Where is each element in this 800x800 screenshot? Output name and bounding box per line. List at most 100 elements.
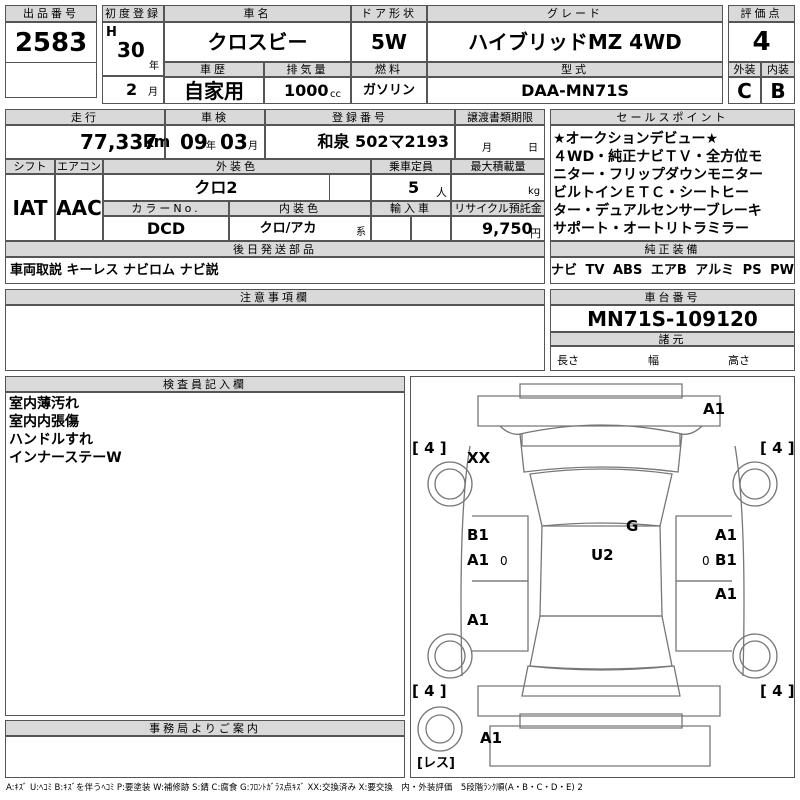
tire-front-right-label: [ 4 ] <box>760 439 795 457</box>
transfer-month-unit: 月 <box>482 143 492 154</box>
office-header: 事務局よりご案内 <box>5 720 405 736</box>
aircon-box <box>55 174 103 241</box>
damage-b1-right: B1 <box>715 551 737 569</box>
ext-color-value: クロ2 <box>194 177 238 197</box>
dimensions-box <box>550 346 795 371</box>
later-parts-box <box>5 257 545 284</box>
capacity-header: 乗車定員 <box>371 159 451 174</box>
later-parts-value: 車両取説 キーレス ナビロム ナビ説 <box>10 263 219 278</box>
displacement-box <box>264 77 351 104</box>
import-box-left <box>371 216 411 241</box>
rear-outline-shape <box>477 685 721 717</box>
first-reg-box <box>102 22 164 76</box>
underbody-shape <box>489 725 711 767</box>
damage-a1-front: A1 <box>703 400 726 418</box>
spare-tire-label: [レス] <box>417 756 455 771</box>
transfer-header: 譲渡書類期限 <box>455 109 545 125</box>
year-value: 30 <box>117 38 145 62</box>
selling-point-line: ４WD・純正ナビＴＶ・全方位モ <box>553 149 763 165</box>
damage-g: G <box>626 517 639 535</box>
month-value: 2 <box>126 80 138 99</box>
door-value: 5W <box>371 30 407 54</box>
length-label: 長さ <box>557 354 579 367</box>
genuine-box <box>550 257 795 284</box>
selling-points-box <box>550 125 795 241</box>
max-load-header: 最大積載量 <box>451 159 545 174</box>
capacity-value: 5 <box>408 178 420 197</box>
width-label: 幅 <box>648 354 659 367</box>
selling-point-line: ビルトインＥＴＣ・シートヒー <box>553 185 749 201</box>
damage-u2: U2 <box>591 546 614 564</box>
car-name-box <box>164 22 351 62</box>
inspector-note: 室内薄汚れ <box>9 396 79 412</box>
left-rear-door <box>472 580 529 652</box>
displacement-header: 排気量 <box>264 62 351 77</box>
recycle-value: 9,750 <box>482 219 533 238</box>
selling-points-list: ★オークションデビュー★ ４WD・純正ナビＴＶ・全方位モ ニター・フリップダウン… <box>553 130 793 238</box>
inspection-year: 09 <box>180 130 208 154</box>
shift-box <box>5 174 55 241</box>
damage-a1-left-2: A1 <box>467 611 490 629</box>
tire-rear-left <box>427 633 473 679</box>
inspector-notes-list: 室内薄汚れ 室内内張傷 ハンドルすれ インナーステーW <box>9 395 399 467</box>
registration-value: 和泉 502マ2193 <box>317 132 449 151</box>
import-box-right <box>411 216 451 241</box>
exterior-box <box>728 77 761 104</box>
windshield-shape <box>529 468 673 527</box>
import-header: 輸入車 <box>371 201 451 216</box>
hood-panel <box>519 424 683 473</box>
tire-rear-left-label: [ 4 ] <box>412 682 447 700</box>
month-unit: 月 <box>148 87 158 98</box>
first-reg-header: 初度登録 <box>102 5 164 22</box>
tire-front-right-value: 4 <box>772 439 783 457</box>
car-diagram <box>417 383 778 767</box>
tire-front-left-label: [ 4 ] <box>412 439 447 457</box>
selling-point-line: ★オークションデビュー★ <box>553 131 719 147</box>
right-rear-door <box>675 580 732 652</box>
int-color-box <box>229 216 371 241</box>
grade-value: ハイブリッドMZ 4WD <box>468 30 682 54</box>
tire-rear-right <box>732 633 778 679</box>
km-unit: km <box>143 132 171 151</box>
exterior-header: 外装 <box>728 62 761 77</box>
lot-no-lower <box>5 62 97 98</box>
model-code-box <box>427 77 723 104</box>
model-code-value: DAA-MN71S <box>521 80 629 100</box>
yen-unit: 円 <box>530 227 541 240</box>
tire-front-left <box>427 461 473 507</box>
registration-box <box>265 125 455 159</box>
capacity-unit: 人 <box>436 186 447 199</box>
ext-color-divider <box>329 174 330 201</box>
inspector-header: 検査員記入欄 <box>5 376 405 392</box>
spare-tire-value: レス <box>422 756 449 771</box>
score-box <box>728 22 795 62</box>
year-unit: 年 <box>149 61 159 72</box>
car-diagram-box <box>410 376 795 778</box>
inspection-month: 03 <box>220 130 248 154</box>
color-no-value: DCD <box>146 218 186 238</box>
front-outline-shape <box>477 395 721 427</box>
grade-header: グレード <box>427 5 723 22</box>
int-color-unit: 系 <box>356 227 366 238</box>
office-box <box>5 736 405 778</box>
inspection-box <box>165 125 265 159</box>
damage-zero-right: 0 <box>702 554 710 568</box>
fuel-box <box>351 77 427 104</box>
tire-front-right <box>732 461 778 507</box>
int-color-header: 内装色 <box>229 201 371 216</box>
fuel-value: ガソリン <box>362 83 415 98</box>
genuine-value: ナビ TV ABS エアB アルミ PS PW <box>551 263 794 278</box>
inspector-note: インナーステーW <box>9 450 122 466</box>
ext-color-header: 外装色 <box>103 159 371 174</box>
damage-xx: XX <box>467 449 491 467</box>
chassis-box <box>550 305 795 332</box>
tire-rear-left-value: 4 <box>424 682 435 700</box>
grade-box <box>427 22 723 62</box>
selling-points-header: セールスポイント <box>550 109 795 125</box>
door-header: ドア形状 <box>351 5 427 22</box>
tire-rear-right-value: 4 <box>772 682 783 700</box>
chassis-value: MN71S-109120 <box>587 306 758 331</box>
shift-header: シフト <box>5 159 55 174</box>
mileage-value: 77,337 <box>80 130 158 154</box>
fuel-header: 燃料 <box>351 62 427 77</box>
